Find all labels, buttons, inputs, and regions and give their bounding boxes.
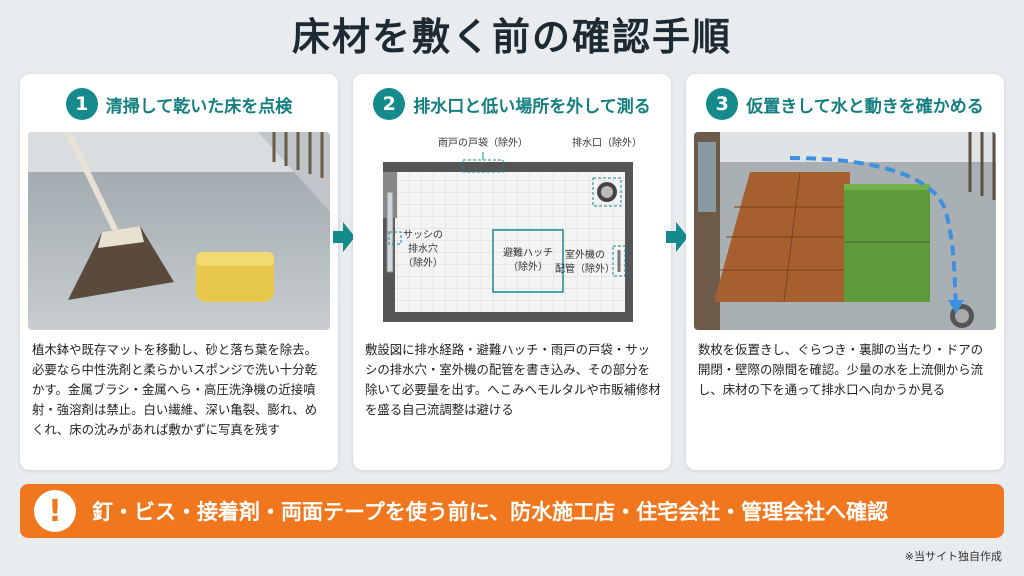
floor-plan-diagram: 雨戸の戸袋（除外） 排水口（除外） サッシの 排水穴 （除外） 避難ハッチ （除… (361, 132, 663, 330)
label-sash-drain-1: サッシの (403, 229, 443, 241)
step-description: 数枚を仮置きし、ぐらつき・裏脚の当たり・ドアの開閉・壁際の隙間を確認。少量の水を… (698, 342, 983, 397)
credit-note: ※当サイト独自作成 (904, 550, 1002, 563)
step-card-1: 1 清掃して乾いた床を点検 植木鉢や既存マットを (20, 74, 338, 470)
page-title: 床材を敷く前の確認手順 (291, 15, 732, 59)
broom-handle (65, 132, 123, 242)
warning-banner: ! 釘・ビス・接着剤・両面テープを使う前に、防水施工店・住宅会社・管理会社へ確認 (20, 484, 1004, 538)
step-number-badge: 2 (373, 88, 406, 120)
tile-test-photo (694, 132, 996, 330)
exclamation-icon: ! (34, 490, 76, 532)
label-sash-drain-2: 排水穴 (408, 242, 438, 255)
step-title: 仮置きして水と動きを確かめる (746, 96, 984, 117)
label-hatch-1: 避難ハッチ (503, 246, 553, 259)
label-hatch-2: （除外） (508, 260, 548, 273)
water-flow-arrow (789, 156, 958, 305)
label-drain: 排水口（除外） (572, 136, 642, 149)
step-description: 敷設図に排水経路・避難ハッチ・雨戸の戸袋・サッシの排水穴・室外機の配管を書き込み… (365, 342, 661, 417)
label-ac-pipe-2: 配管（除外） (555, 262, 615, 275)
step-number-badge: 3 (706, 88, 739, 120)
arrow-right-icon (666, 222, 688, 252)
warning-text: 釘・ビス・接着剤・両面テープを使う前に、防水施工店・住宅会社・管理会社へ確認 (92, 500, 889, 524)
step-number-badge: 1 (65, 88, 98, 120)
step-title: 清掃して乾いた床を点検 (105, 96, 293, 117)
arrow-right-icon (333, 222, 355, 252)
step-card-3: 3 仮置きして水と動きを確かめる 数 (686, 74, 1004, 470)
label-ac-pipe-1: 室外機の (565, 248, 605, 261)
step-card-2: 2 排水口と低い場所を外して測る 雨戸の戸袋（除外） (353, 74, 671, 470)
cleaning-photo (28, 132, 330, 330)
label-sash-drain-3: （除外） (403, 256, 443, 269)
label-shutter-box: 雨戸の戸袋（除外） (438, 136, 528, 149)
step-header-2: 2 排水口と低い場所を外して測る (353, 86, 671, 122)
step-header-1: 1 清掃して乾いた床を点検 (20, 86, 338, 122)
step-description: 植木鉢や既存マットを移動し、砂と落ち葉を除去。必要なら中性洗剤と柔らかいスポンジ… (32, 342, 318, 437)
broom-and-sponge-illustration (28, 132, 330, 330)
step-title: 排水口と低い場所を外して測る (413, 96, 651, 117)
step-header-3: 3 仮置きして水と動きを確かめる (686, 86, 1004, 122)
